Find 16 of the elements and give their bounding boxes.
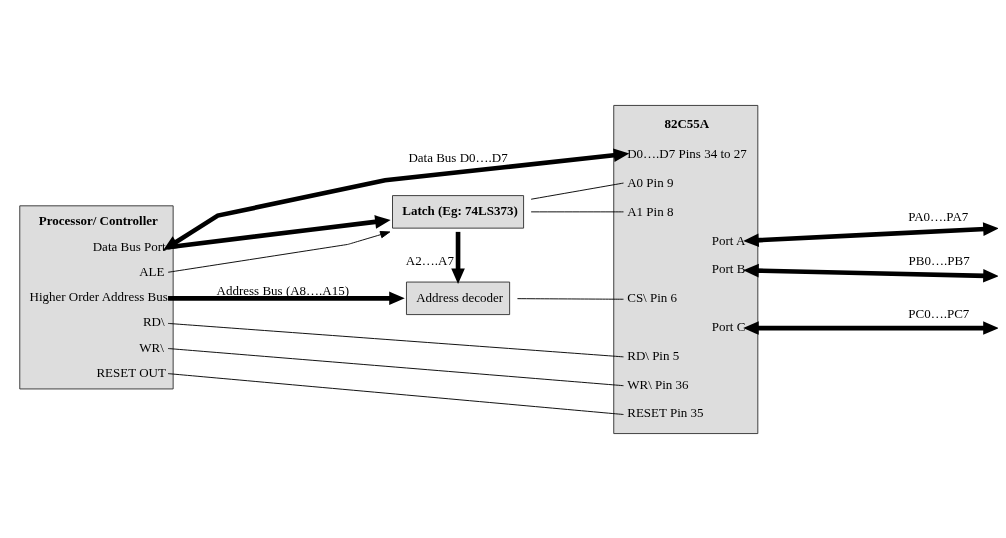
connector [517,297,624,300]
edge-label: Data Bus D0….D7 [408,149,508,165]
edge-label: PB0….PB7 [908,252,970,268]
edge-label: A2….A7 [405,252,454,268]
connector [167,347,624,386]
connector [167,372,624,415]
connector [530,182,624,200]
edge-label: Address Bus (A8….A15) [216,282,350,298]
edge-label: PA0….PA7 [908,208,969,224]
arrow [163,148,630,250]
edge-label: PC0….PC7 [908,305,970,321]
arrow [451,231,465,284]
arrow [168,291,405,305]
connector [167,322,624,357]
connector [530,210,624,212]
arrow [167,230,391,273]
